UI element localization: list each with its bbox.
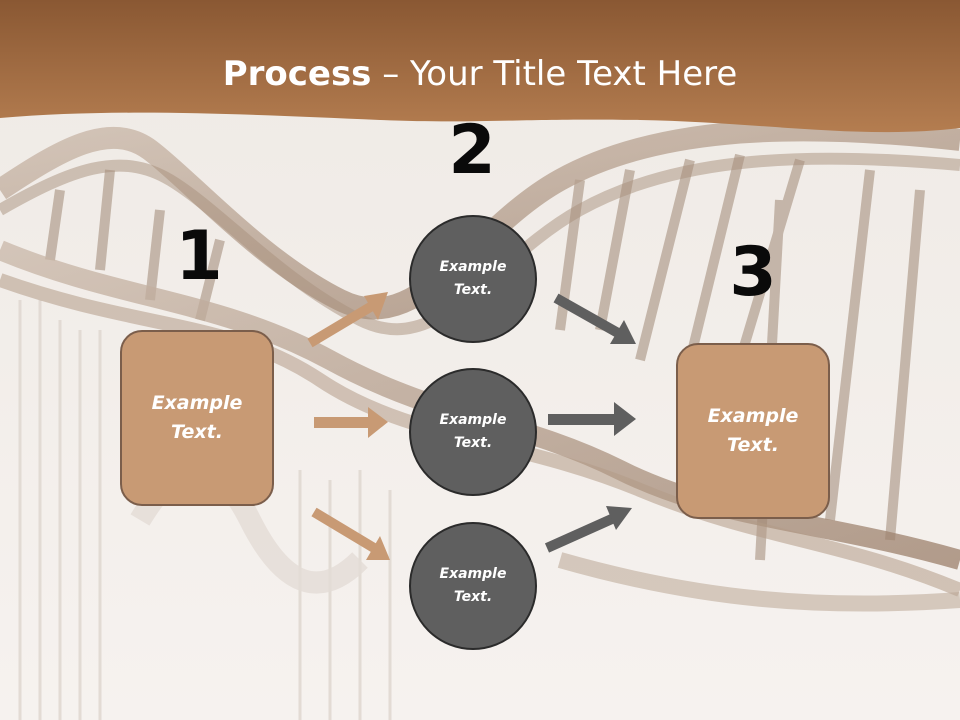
arrow-middle-to-3 — [548, 402, 636, 436]
step-2-circle-bottom-text: Example Text. — [439, 566, 507, 605]
arrow-1-to-top — [307, 292, 388, 348]
arrow-1-to-bottom — [311, 507, 390, 560]
step-2-circle-middle-text: Example Text. — [439, 412, 507, 451]
slide-title: Process – Your Title Text Here — [0, 52, 960, 96]
step-1-number: 1 — [175, 217, 223, 296]
step-2-number: 2 — [448, 111, 496, 190]
step-3-box: Example Text. — [676, 343, 830, 519]
arrow-1-to-middle — [314, 407, 388, 438]
step-2-circle-bottom: Example Text. — [409, 522, 537, 650]
step-3-text: Example Text. — [707, 405, 799, 456]
title-rest: – Your Title Text Here — [371, 54, 738, 94]
step-2-circle-top-text: Example Text. — [439, 259, 507, 298]
step-2-circle-top: Example Text. — [409, 215, 537, 343]
step-1-box: Example Text. — [120, 330, 274, 506]
title-bold: Process — [222, 54, 372, 94]
arrow-bottom-to-3 — [544, 506, 632, 553]
step-3-number: 3 — [729, 233, 777, 312]
step-1-text: Example Text. — [151, 392, 243, 443]
arrow-top-to-3 — [553, 293, 636, 344]
step-2-circle-middle: Example Text. — [409, 368, 537, 496]
